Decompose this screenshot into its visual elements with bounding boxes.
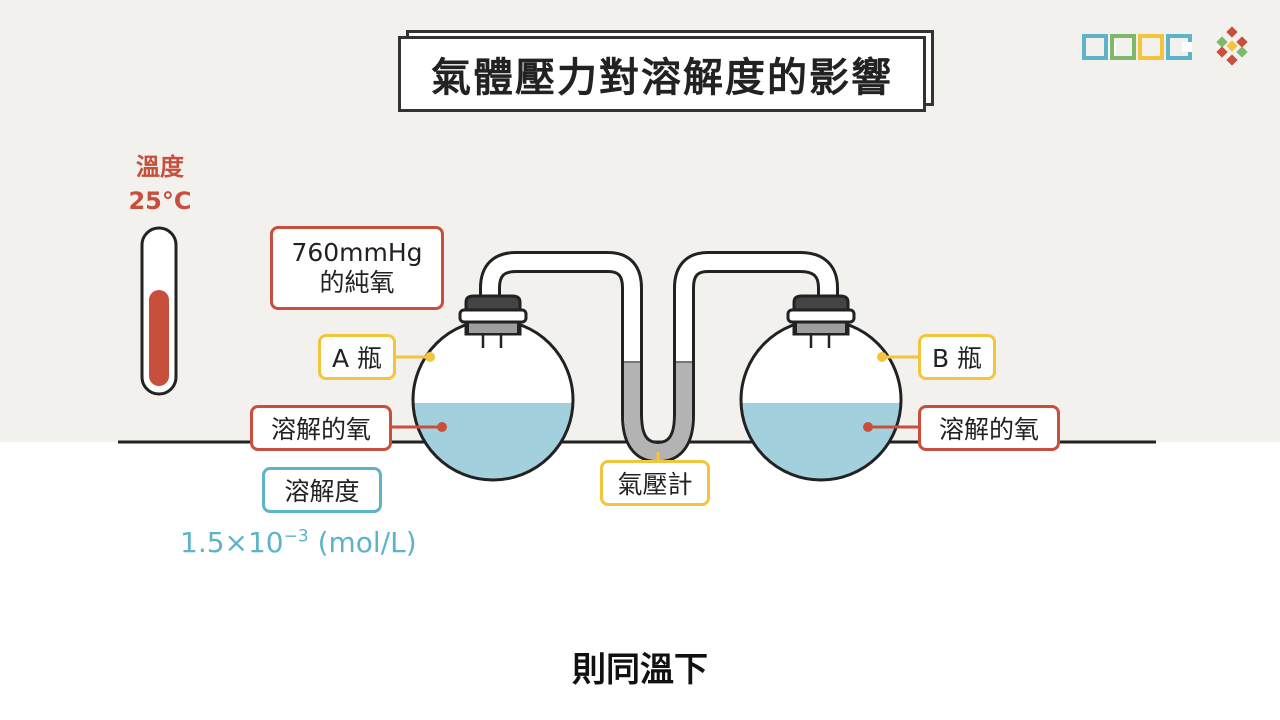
dissolved-oxygen-b-label: 溶解的氧 (918, 405, 1060, 451)
leader-dissolved-b (863, 422, 918, 432)
flask-a (411, 294, 575, 482)
pressure-gauge-label: 氣壓計 (600, 460, 710, 506)
oxygen-source-label: 760mmHg 的純氧 (270, 226, 444, 310)
flask-b (739, 294, 903, 482)
bottle-a-label: A 瓶 (318, 334, 396, 380)
video-subtitle: 則同溫下 (572, 650, 708, 690)
solubility-value: 1.5×10−3 (mol/L) (180, 526, 417, 559)
temperature-value: 25°C (128, 187, 192, 215)
leader-bottle-a (396, 352, 435, 362)
bottle-b-label: B 瓶 (918, 334, 996, 380)
oxygen-pressure-text: 760mmHg (291, 238, 423, 267)
gauge-mercury (624, 362, 692, 461)
page-title: 氣體壓力對溶解度的影響 (431, 55, 893, 101)
thermometer-icon (140, 226, 178, 396)
oxygen-type-text: 的純氧 (319, 268, 395, 297)
temperature-label: 溫度 25°C (110, 150, 210, 218)
cross-pattern-icon (1216, 26, 1248, 66)
leader-bottle-b (877, 352, 918, 362)
leader-dissolved-a (392, 422, 447, 432)
temperature-title: 溫度 (136, 153, 184, 181)
title-card: 氣體壓力對溶解度的影響 (398, 36, 926, 112)
logo (1082, 26, 1252, 66)
solubility-label: 溶解度 (262, 467, 382, 513)
dissolved-oxygen-a-label: 溶解的氧 (250, 405, 392, 451)
cooc-logo-icon (1082, 34, 1192, 60)
